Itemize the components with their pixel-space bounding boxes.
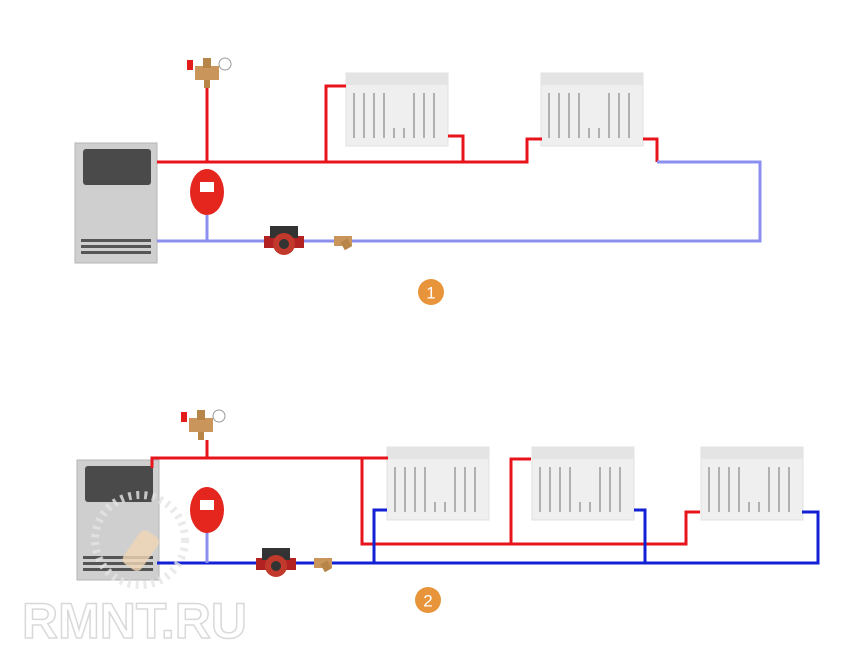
strainer-2 (314, 558, 332, 573)
radiator-2-1 (386, 446, 490, 521)
expansion-tank-2 (190, 487, 224, 533)
circulation-pump-1 (264, 226, 304, 255)
watermark-logo (91, 491, 189, 589)
badge-2 (415, 587, 441, 613)
diagram-1-label: 1 (426, 284, 435, 303)
supply-pipe-2 (150, 440, 700, 546)
radiator-2-3 (700, 446, 804, 521)
badge-1 (418, 279, 444, 305)
safety-valve-group-1 (186, 57, 232, 89)
radiator-2-2 (531, 446, 635, 521)
circulation-pump-2 (256, 548, 296, 577)
boiler-1 (74, 142, 158, 264)
supply-pipe-1 (157, 84, 659, 164)
safety-valve-group-2 (180, 409, 226, 441)
return-pipe-2 (157, 508, 820, 565)
watermark-text: RMNT.RU (22, 593, 247, 649)
expansion-tank-1 (190, 169, 224, 215)
radiator-1-1 (345, 72, 449, 147)
boiler-2 (76, 459, 160, 581)
diagram-2: 2 (76, 409, 820, 613)
strainer-1 (334, 236, 352, 251)
diagram-2-label: 2 (423, 592, 432, 611)
diagram-1: 1 (74, 57, 762, 305)
radiator-1-2 (540, 72, 644, 147)
return-pipe-1 (157, 160, 762, 243)
